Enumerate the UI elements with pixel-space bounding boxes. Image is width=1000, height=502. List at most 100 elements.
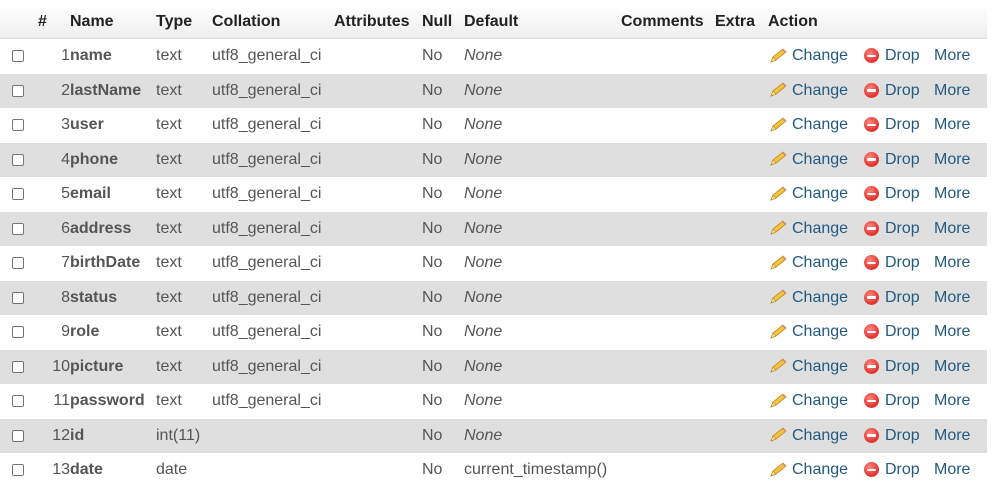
more-link[interactable]: More <box>934 220 970 238</box>
drop-link[interactable]: Drop <box>864 358 934 376</box>
table-row: 12 id int(11) No None Change Drop More <box>0 418 987 453</box>
header-null[interactable]: Null <box>422 6 464 39</box>
change-link[interactable]: Change <box>768 323 864 341</box>
more-link[interactable]: More <box>934 358 970 376</box>
drop-link[interactable]: Drop <box>864 47 934 65</box>
more-link[interactable]: More <box>934 461 970 479</box>
row-checkbox[interactable] <box>12 153 24 166</box>
more-link[interactable]: More <box>934 116 970 134</box>
column-extra <box>715 38 768 74</box>
column-name: name <box>70 38 156 74</box>
drop-link[interactable]: Drop <box>864 254 934 272</box>
row-select-cell <box>0 349 38 384</box>
header-attributes[interactable]: Attributes <box>334 6 422 39</box>
more-link[interactable]: More <box>934 151 970 169</box>
pencil-icon <box>770 255 787 270</box>
header-default[interactable]: Default <box>464 6 621 39</box>
change-link[interactable]: Change <box>768 116 864 134</box>
column-attributes <box>334 38 422 74</box>
drop-label: Drop <box>885 219 920 237</box>
more-label: More <box>934 81 971 99</box>
change-link[interactable]: Change <box>768 220 864 238</box>
change-link[interactable]: Change <box>768 82 864 100</box>
more-link[interactable]: More <box>934 392 970 410</box>
more-link[interactable]: More <box>934 323 970 341</box>
row-select-cell <box>0 246 38 281</box>
drop-label: Drop <box>885 392 920 410</box>
more-label: More <box>934 426 971 444</box>
column-collation: utf8_general_ci <box>212 177 334 212</box>
change-link[interactable]: Change <box>768 392 864 410</box>
change-link[interactable]: Change <box>768 358 864 376</box>
column-type: text <box>156 349 212 384</box>
more-link[interactable]: More <box>934 427 970 445</box>
change-label: Change <box>792 219 849 237</box>
column-comments <box>621 349 715 384</box>
header-name[interactable]: Name <box>70 6 156 39</box>
row-checkbox[interactable] <box>12 257 24 270</box>
header-collation[interactable]: Collation <box>212 6 334 39</box>
change-link[interactable]: Change <box>768 427 864 445</box>
row-checkbox[interactable] <box>12 50 24 63</box>
header-extra[interactable]: Extra <box>715 6 768 39</box>
row-checkbox[interactable] <box>12 222 24 235</box>
column-extra <box>715 418 768 453</box>
table-row: 9 role text utf8_general_ci No None Chan… <box>0 315 987 350</box>
column-type: text <box>156 177 212 212</box>
row-checkbox[interactable] <box>12 119 24 132</box>
row-checkbox[interactable] <box>12 291 24 304</box>
column-null: No <box>422 73 464 108</box>
row-select-cell <box>0 384 38 419</box>
header-comments[interactable]: Comments <box>621 6 715 39</box>
drop-link[interactable]: Drop <box>864 151 934 169</box>
more-label: More <box>934 150 971 168</box>
column-name: date <box>70 453 156 488</box>
more-link[interactable]: More <box>934 185 970 203</box>
change-link[interactable]: Change <box>768 289 864 307</box>
row-checkbox[interactable] <box>12 360 24 373</box>
change-link[interactable]: Change <box>768 185 864 203</box>
column-comments <box>621 384 715 419</box>
column-null: No <box>422 177 464 212</box>
table-row: 2 lastName text utf8_general_ci No None … <box>0 73 987 108</box>
table-row: 8 status text utf8_general_ci No None Ch… <box>0 280 987 315</box>
more-link[interactable]: More <box>934 82 970 100</box>
column-comments <box>621 142 715 177</box>
more-label: More <box>934 288 971 306</box>
row-actions: Change Drop More <box>768 315 987 350</box>
drop-link[interactable]: Drop <box>864 289 934 307</box>
row-checkbox[interactable] <box>12 326 24 339</box>
row-number: 13 <box>38 453 70 488</box>
row-checkbox[interactable] <box>12 84 24 97</box>
column-extra <box>715 177 768 212</box>
change-link[interactable]: Change <box>768 151 864 169</box>
table-body: 1 name text utf8_general_ci No None Chan… <box>0 38 987 488</box>
drop-link[interactable]: Drop <box>864 461 934 479</box>
change-link[interactable]: Change <box>768 254 864 272</box>
row-checkbox[interactable] <box>12 395 24 408</box>
drop-link[interactable]: Drop <box>864 427 934 445</box>
drop-link[interactable]: Drop <box>864 82 934 100</box>
pencil-icon <box>770 48 787 63</box>
more-link[interactable]: More <box>934 47 970 65</box>
drop-link[interactable]: Drop <box>864 323 934 341</box>
row-checkbox[interactable] <box>12 188 24 201</box>
row-actions: Change Drop More <box>768 38 987 74</box>
header-type[interactable]: Type <box>156 6 212 39</box>
drop-link[interactable]: Drop <box>864 392 934 410</box>
drop-link[interactable]: Drop <box>864 116 934 134</box>
column-name: password <box>70 384 156 419</box>
row-number: 7 <box>38 246 70 281</box>
row-checkbox[interactable] <box>12 464 24 477</box>
column-name: id <box>70 418 156 453</box>
column-null: No <box>422 38 464 74</box>
column-extra <box>715 73 768 108</box>
change-link[interactable]: Change <box>768 461 864 479</box>
drop-link[interactable]: Drop <box>864 185 934 203</box>
column-extra <box>715 211 768 246</box>
change-link[interactable]: Change <box>768 47 864 65</box>
more-link[interactable]: More <box>934 289 970 307</box>
drop-link[interactable]: Drop <box>864 220 934 238</box>
more-link[interactable]: More <box>934 254 970 272</box>
row-checkbox[interactable] <box>12 429 24 442</box>
